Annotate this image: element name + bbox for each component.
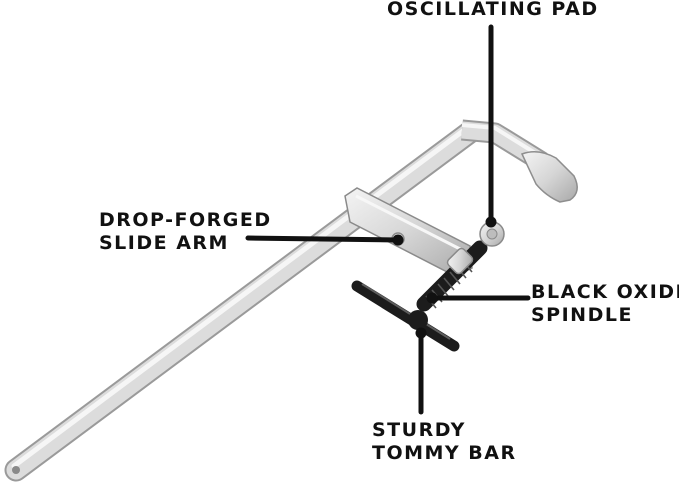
label-spindle-line-2: SPINDLE	[531, 304, 633, 326]
label-tommy-bar: STURDY TOMMY BAR	[372, 419, 517, 465]
fixed-jaw-pad	[520, 151, 578, 203]
leader-dot-oscillating-pad	[485, 216, 497, 228]
leader-dot-slide-arm	[392, 234, 404, 246]
label-slide-arm-line-1: DROP-FORGED	[99, 209, 272, 231]
label-slide-arm: DROP-FORGED SLIDE ARM	[99, 209, 272, 255]
leader-dot-spindle	[426, 292, 438, 304]
label-tommy-bar-line-1: STURDY	[372, 419, 466, 441]
leader-dot-tommy-bar	[415, 327, 427, 339]
spindle-collar	[446, 247, 474, 275]
leader-slide-arm	[245, 235, 401, 243]
label-oscillating-pad-line-1: OSCILLATING PAD	[387, 0, 599, 20]
label-oscillating-pad: OSCILLATING PAD	[387, 0, 599, 21]
fixed-jaw-arm	[461, 119, 578, 203]
hang-hole	[12, 466, 20, 474]
label-spindle: BLACK OXIDE SPINDLE	[531, 281, 679, 327]
leader-lines	[245, 24, 531, 415]
label-slide-arm-line-2: SLIDE ARM	[99, 232, 229, 254]
label-tommy-bar-line-2: TOMMY BAR	[372, 442, 517, 464]
tommy-bar-part	[351, 280, 460, 352]
clamp-bar	[4, 120, 482, 482]
label-spindle-line-1: BLACK OXIDE	[531, 281, 679, 303]
